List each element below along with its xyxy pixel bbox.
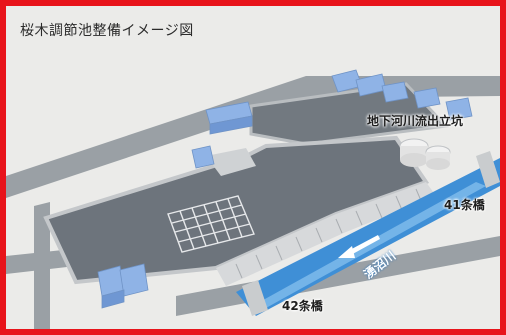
- reservoir-illustration: [6, 6, 500, 329]
- bridge-42: [242, 280, 268, 316]
- terraced-bank: [216, 182, 436, 286]
- river-highlight: [256, 182, 486, 308]
- reservoir-divider: [206, 148, 256, 176]
- terraced-bank-lines: [235, 188, 423, 279]
- outflow-shaft-structure: [399, 138, 451, 170]
- label-bridge-41: 41条橋: [444, 198, 485, 212]
- reservoir-grid: [167, 195, 255, 253]
- river: [236, 158, 500, 316]
- buildings: [97, 69, 473, 309]
- road-diagonal-upper: [6, 76, 500, 198]
- diagram-title: 桜木調節池整備イメージ図: [20, 23, 194, 39]
- flow-arrow: [338, 235, 380, 258]
- label-outflow-shaft: 地下河川流出立坑: [367, 114, 464, 128]
- label-bridge-42: 42条橋: [282, 299, 323, 313]
- bridge-41: [476, 151, 500, 188]
